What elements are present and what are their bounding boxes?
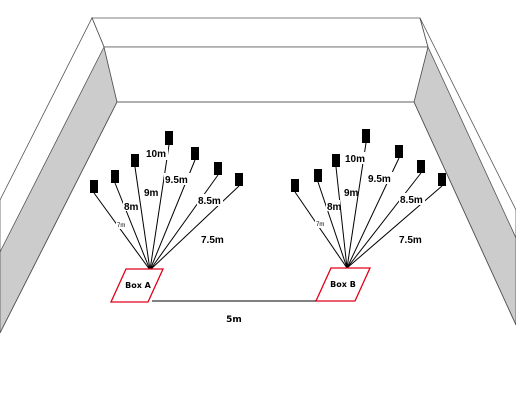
right-wall	[413, 17, 516, 326]
cable-b-3	[335, 166, 348, 269]
label-bg	[399, 193, 425, 205]
separation-label: 5m	[226, 315, 242, 325]
label-bg	[398, 233, 424, 245]
distance-label: 9m	[144, 188, 159, 199]
speaker-icon	[291, 179, 299, 192]
speaker-icon	[165, 131, 173, 145]
label-bg	[116, 220, 127, 229]
distance-label: 10m	[345, 154, 365, 165]
speaker-icon	[332, 154, 340, 167]
speaker-icon	[235, 173, 243, 186]
speaker-icon	[395, 145, 403, 158]
box-b-label: Box B	[330, 280, 356, 289]
label-bg	[343, 152, 367, 164]
distance-label: 9m	[344, 188, 359, 199]
distance-label: 7m	[316, 222, 324, 228]
distance-label: 8.5m	[400, 195, 423, 206]
speaker-group-a: 7m 8m 9m 10m 9.5m 8.5m 7.5m Box A	[90, 131, 243, 303]
label-bg	[342, 186, 356, 198]
speaker-icon	[362, 129, 370, 143]
floor-edge	[0, 101, 516, 334]
distance-label: 8m	[327, 202, 342, 213]
speaker-icon	[191, 147, 199, 160]
speaker-icon	[131, 154, 139, 167]
cable-b-7	[346, 185, 443, 269]
label-bg	[123, 200, 137, 211]
right-wall-top	[419, 17, 516, 239]
label-bg	[367, 172, 395, 184]
cable-b-2	[317, 181, 348, 269]
room-walls	[0, 16, 516, 334]
cable-a-6	[149, 174, 219, 271]
cable-a-7	[149, 185, 240, 271]
speaker-group-b: 7m 8m 9m 10m 9.5m 8.5m 7.5m Box B	[291, 129, 446, 302]
cable-b-6	[346, 172, 422, 269]
speaker-icon	[438, 173, 446, 186]
distance-label: 9.5m	[165, 175, 188, 186]
label-bg	[326, 200, 340, 211]
box-a-label: Box A	[125, 281, 152, 290]
cable-a-4	[149, 144, 170, 271]
label-bg	[144, 148, 168, 160]
label-bg	[164, 173, 192, 185]
box-a-outline	[109, 268, 165, 303]
speaker-icon	[417, 160, 425, 173]
cable-a-3	[134, 166, 151, 271]
speaker-icon	[314, 169, 322, 182]
speaker-icon	[90, 180, 98, 193]
cable-b-1	[294, 191, 348, 269]
label-bg	[315, 219, 326, 228]
back-wall-top	[91, 17, 429, 48]
cable-a-2	[114, 182, 151, 271]
label-bg	[143, 186, 157, 198]
distance-label: 9.5m	[368, 174, 391, 185]
cable-a-1	[93, 192, 151, 271]
distance-label: 7m	[117, 223, 125, 229]
speaker-icon	[214, 162, 222, 175]
distance-label: 8.5m	[198, 196, 221, 207]
distance-label: 8m	[124, 202, 139, 213]
distance-label: 7.5m	[399, 235, 422, 246]
speaker-icon	[111, 170, 119, 183]
distance-label: 10m	[146, 149, 166, 160]
distance-label: 7.5m	[201, 235, 224, 246]
back-wall	[103, 46, 429, 103]
box-b-outline	[314, 267, 372, 302]
label-bg	[197, 194, 223, 206]
label-bg	[200, 233, 226, 245]
